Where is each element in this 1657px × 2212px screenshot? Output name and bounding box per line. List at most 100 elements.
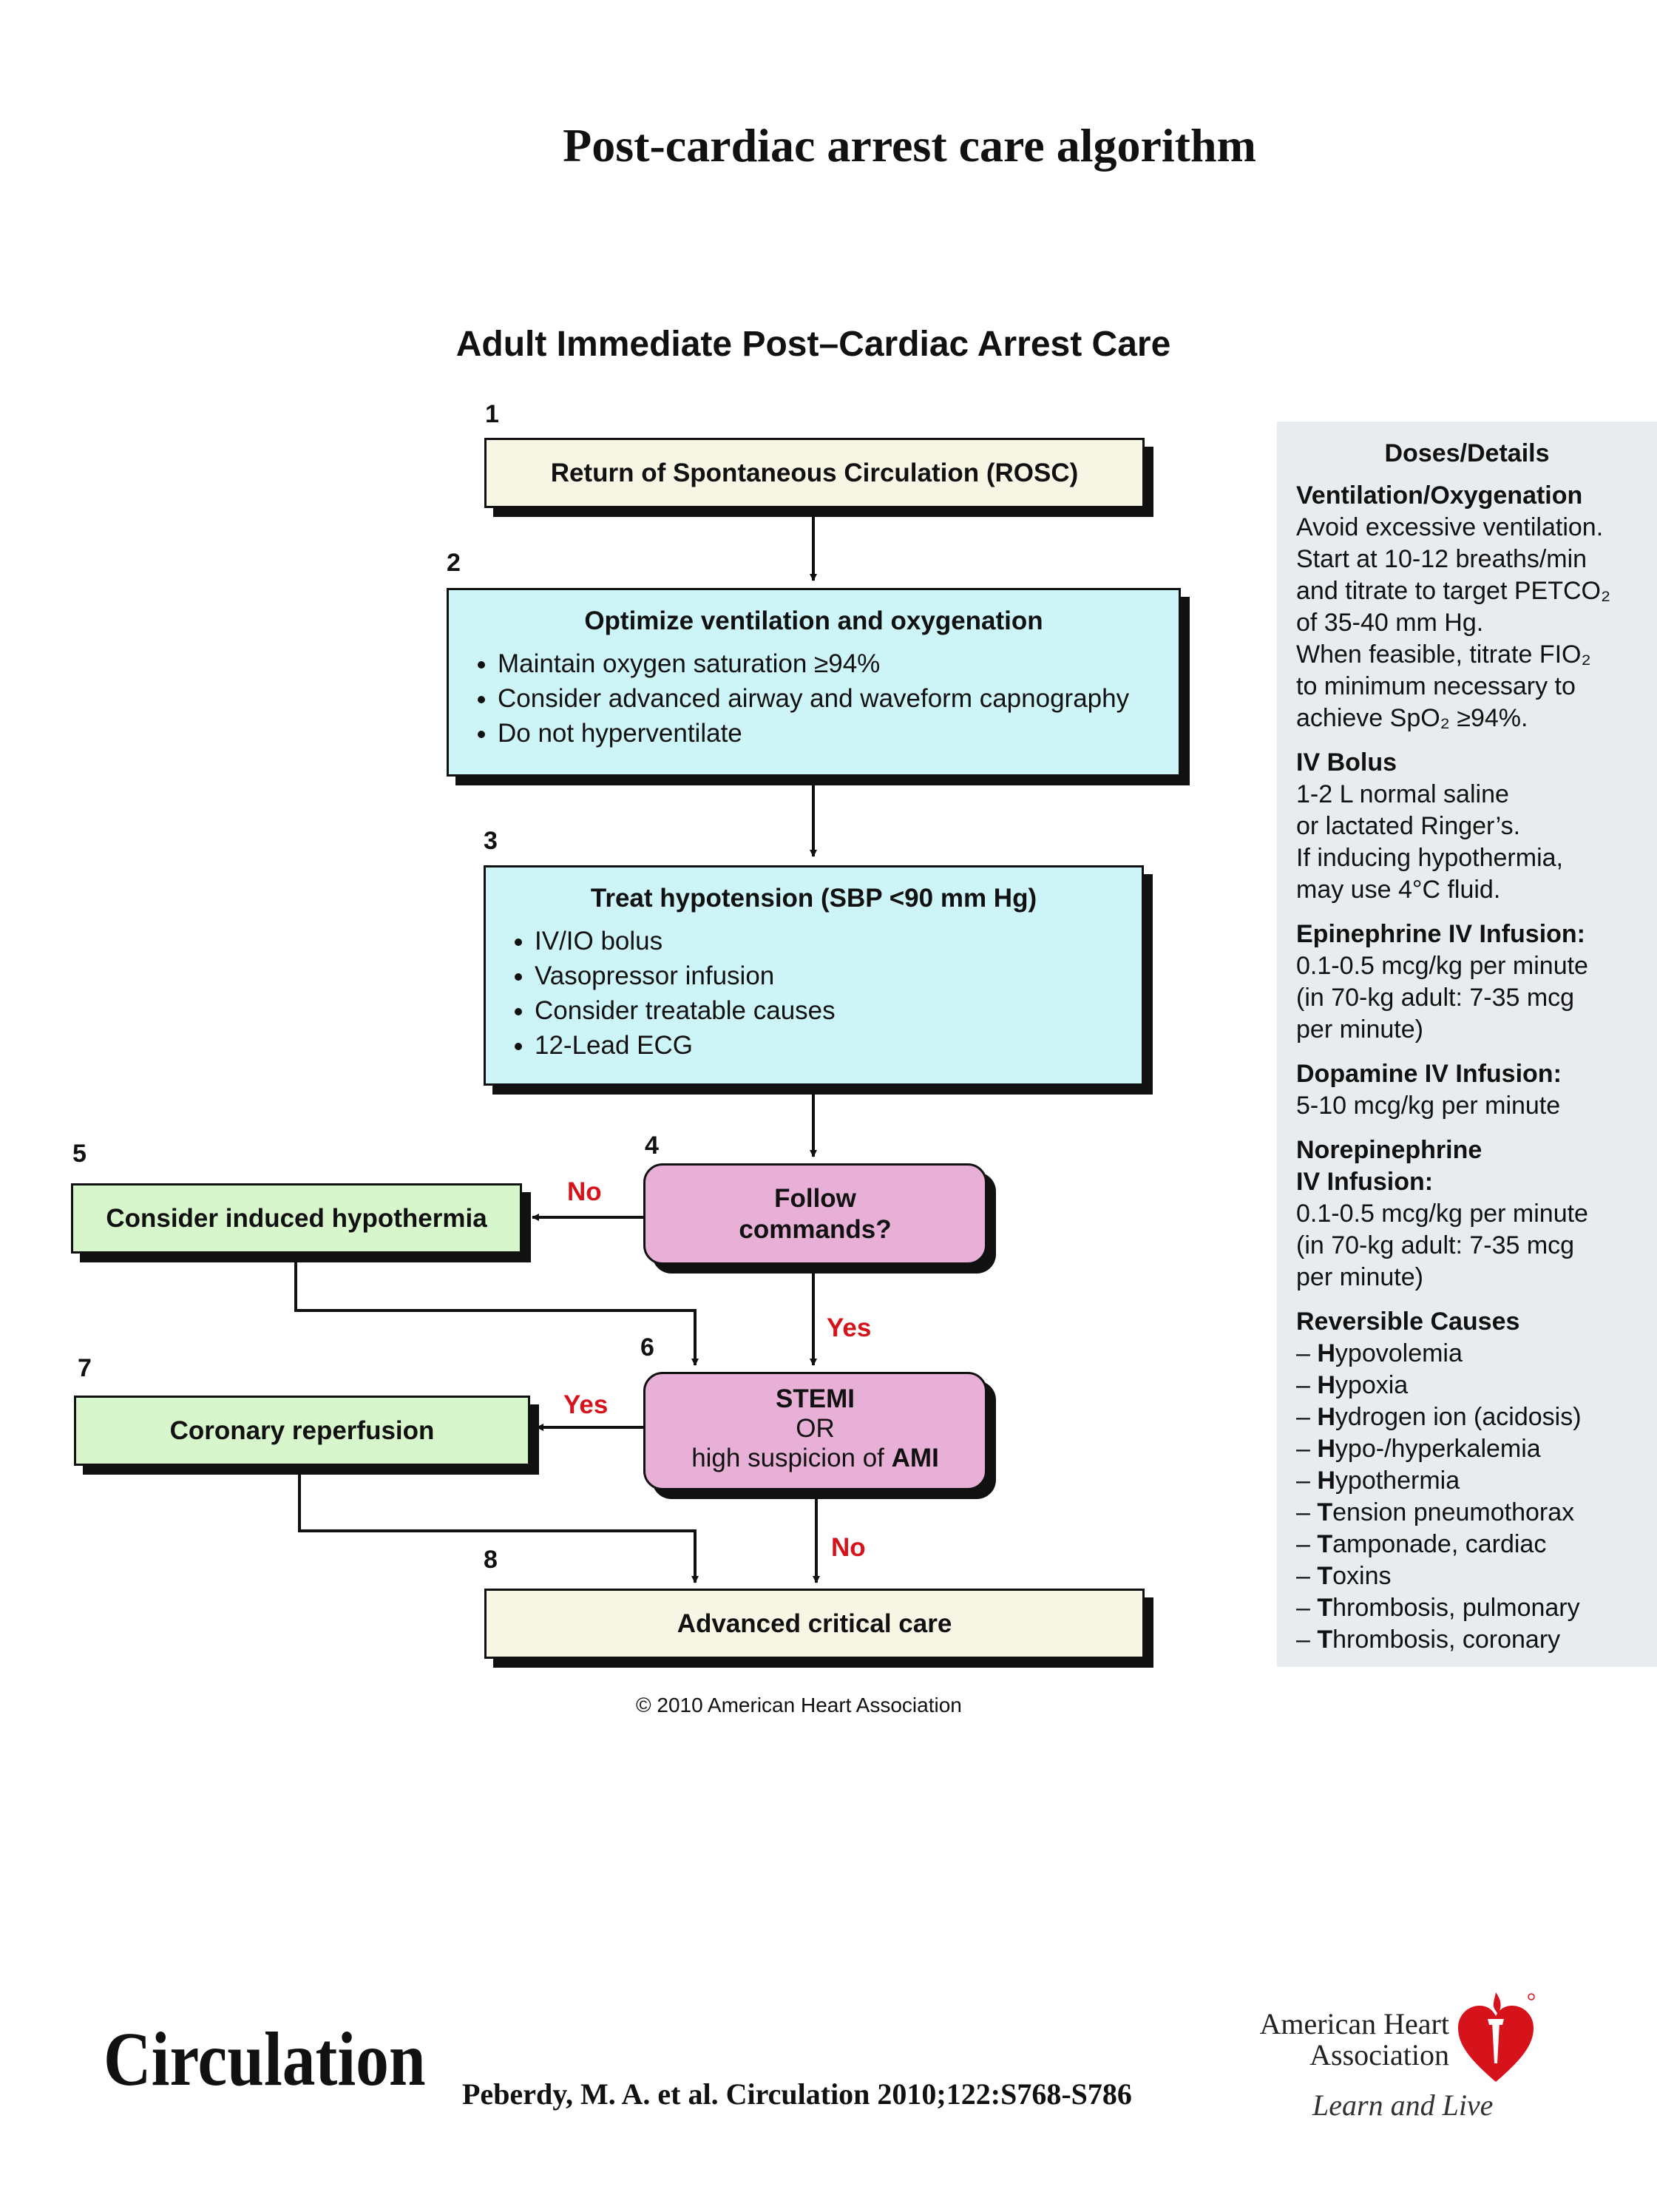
hypotension-bullet: IV/IO bolus: [535, 924, 1142, 958]
box-hypotension: Treat hypotension (SBP <90 mm Hg) IV/IO …: [484, 865, 1144, 1086]
cause-rest: hrombosis, pulmonary: [1332, 1594, 1580, 1622]
label-no-follow-commands: No: [567, 1177, 602, 1206]
step-number-4: 4: [645, 1132, 659, 1160]
norepinephrine-section: Norepinephrine IV Infusion: 0.1-0.5 mcg/…: [1296, 1134, 1657, 1293]
hypotension-bullet: Consider treatable causes: [535, 993, 1142, 1028]
rosc-label: Return of Spontaneous Circulation (ROSC): [550, 458, 1079, 487]
ventilation-bullet: Maintain oxygen saturation ≥94%: [498, 646, 1179, 681]
iv-bolus-section: IV Bolus 1-2 L normal saline or lactated…: [1296, 747, 1657, 906]
label-yes-follow-commands: Yes: [827, 1313, 872, 1342]
cause-initial: H: [1317, 1435, 1335, 1463]
section-title: Epinephrine IV Infusion:: [1296, 920, 1585, 948]
heart-torch-icon: [1458, 1992, 1535, 2082]
detail-line: achieve SpO₂ ≥94%.: [1296, 704, 1528, 732]
detail-line: 0.1-0.5 mcg/kg per minute: [1296, 1200, 1588, 1228]
cause-rest: ypoxia: [1335, 1371, 1409, 1399]
detail-line: per minute): [1296, 1015, 1423, 1044]
decision-follow-commands: Follow commands?: [643, 1163, 987, 1265]
critical-care-label: Advanced critical care: [677, 1609, 952, 1638]
reversible-cause-item: – Hypo-/hyperkalemia: [1296, 1435, 1541, 1463]
cause-rest: oxins: [1332, 1562, 1392, 1590]
stemi-suspicion-text: high suspicion of: [691, 1444, 892, 1472]
flowchart-title: Adult Immediate Post–Cardiac Arrest Care: [455, 325, 1171, 364]
detail-line: and titrate to target PETCO₂: [1296, 577, 1611, 605]
cause-rest: hrombosis, coronary: [1332, 1626, 1561, 1654]
detail-line: Start at 10-12 breaths/min: [1296, 545, 1587, 573]
detail-line: (in 70-kg adult: 7-35 mcg: [1296, 984, 1575, 1012]
detail-line: or lactated Ringer’s.: [1296, 812, 1521, 840]
decision-stemi: STEMI OR high suspicion of AMI: [643, 1372, 987, 1490]
section-title: Norepinephrine: [1296, 1136, 1483, 1164]
reversible-causes-list: – Hypovolemia – Hypoxia – Hydrogen ion (ac…: [1296, 1338, 1657, 1656]
ventilation-heading: Optimize ventilation and oxygenation: [584, 606, 1043, 635]
ventilation-bullet: Do not hyperventilate: [498, 716, 1179, 751]
hypothermia-label: Consider induced hypothermia: [106, 1203, 487, 1233]
cause-initial: T: [1317, 1562, 1333, 1590]
box-rosc: Return of Spontaneous Circulation (ROSC): [484, 438, 1145, 508]
step-number-3: 3: [484, 827, 498, 855]
step-number-5: 5: [72, 1140, 87, 1168]
stemi-line: STEMI: [776, 1384, 855, 1413]
journal-logo: Circulation: [104, 2017, 426, 2102]
follow-commands-line: Follow: [774, 1183, 856, 1213]
step-number-8: 8: [484, 1546, 498, 1574]
detail-line: Avoid excessive ventilation.: [1296, 513, 1604, 541]
cause-rest: ydrogen ion (acidosis): [1335, 1403, 1582, 1431]
detail-line: to minimum necessary to: [1296, 672, 1576, 700]
copyright: © 2010 American Heart Association: [636, 1694, 962, 1717]
page-title: Post-cardiac arrest care algorithm: [563, 119, 1256, 172]
cause-initial: T: [1317, 1594, 1333, 1622]
hypotension-bullet: Vasopressor infusion: [535, 958, 1142, 993]
cause-rest: ypovolemia: [1335, 1339, 1463, 1367]
section-title: Dopamine IV Infusion:: [1296, 1060, 1562, 1088]
hypotension-heading: Treat hypotension (SBP <90 mm Hg): [590, 884, 1037, 913]
stemi-suspicion: high suspicion of AMI: [645, 1444, 985, 1473]
ventilation-bullet: Consider advanced airway and waveform ca…: [498, 681, 1179, 716]
ventilation-bullets: Maintain oxygen saturation ≥94% Consider…: [449, 646, 1179, 751]
reversible-cause-item: – Thrombosis, coronary: [1296, 1626, 1561, 1654]
box-hypothermia: Consider induced hypothermia: [71, 1183, 522, 1254]
section-title: Reversible Causes: [1296, 1308, 1520, 1336]
reversible-causes-section: Reversible Causes – Hypovolemia – Hypoxia…: [1296, 1306, 1657, 1656]
section-title: IV Bolus: [1296, 748, 1397, 777]
section-title: Ventilation/Oxygenation: [1296, 481, 1583, 510]
aha-name-line: American Heart: [1259, 2007, 1449, 2040]
hypotension-bullet: 12-Lead ECG: [535, 1028, 1142, 1063]
step-number-2: 2: [447, 549, 461, 577]
citation: Peberdy, M. A. et al. Circulation 2010;1…: [462, 2077, 1132, 2111]
cause-initial: H: [1317, 1467, 1335, 1495]
reperfusion-label: Coronary reperfusion: [169, 1416, 435, 1445]
cause-rest: ypothermia: [1335, 1467, 1460, 1495]
stemi-ami: AMI: [891, 1444, 939, 1472]
arrow-5-to-6: [294, 1261, 699, 1366]
section-title: IV Infusion:: [1296, 1168, 1434, 1196]
stemi-or: OR: [796, 1414, 835, 1443]
detail-line: 1-2 L normal saline: [1296, 780, 1509, 808]
reversible-cause-item: – Hypovolemia: [1296, 1339, 1463, 1367]
detail-line: 0.1-0.5 mcg/kg per minute: [1296, 952, 1588, 980]
ventilation-section: Ventilation/Oxygenation Avoid excessive …: [1296, 480, 1657, 734]
cause-rest: ension pneumothorax: [1332, 1498, 1575, 1526]
reversible-cause-item: – Toxins: [1296, 1562, 1392, 1590]
aha-tagline: Learn and Live: [1312, 2088, 1494, 2122]
detail-line: may use 4°C fluid.: [1296, 876, 1501, 904]
cause-initial: T: [1317, 1530, 1333, 1558]
doses-details-heading: Doses/Details: [1384, 439, 1550, 467]
step-number-7: 7: [78, 1354, 92, 1382]
cause-initial: H: [1317, 1371, 1335, 1399]
reversible-cause-item: – Tension pneumothorax: [1296, 1498, 1575, 1526]
reversible-cause-item: – Hypothermia: [1296, 1467, 1460, 1495]
step-number-1: 1: [485, 400, 499, 428]
follow-commands-line: commands?: [739, 1214, 892, 1244]
reversible-cause-item: – Hypoxia: [1296, 1371, 1409, 1399]
detail-line: If inducing hypothermia,: [1296, 844, 1563, 872]
reversible-cause-item: – Thrombosis, pulmonary: [1296, 1594, 1580, 1622]
label-no-stemi: No: [831, 1533, 866, 1562]
box-reperfusion: Coronary reperfusion: [74, 1396, 530, 1466]
step-number-6: 6: [640, 1333, 654, 1362]
cause-initial: H: [1317, 1339, 1335, 1367]
reversible-cause-item: – Hydrogen ion (acidosis): [1296, 1403, 1582, 1431]
detail-line: per minute): [1296, 1263, 1423, 1291]
detail-line: 5-10 mcg/kg per minute: [1296, 1092, 1561, 1120]
